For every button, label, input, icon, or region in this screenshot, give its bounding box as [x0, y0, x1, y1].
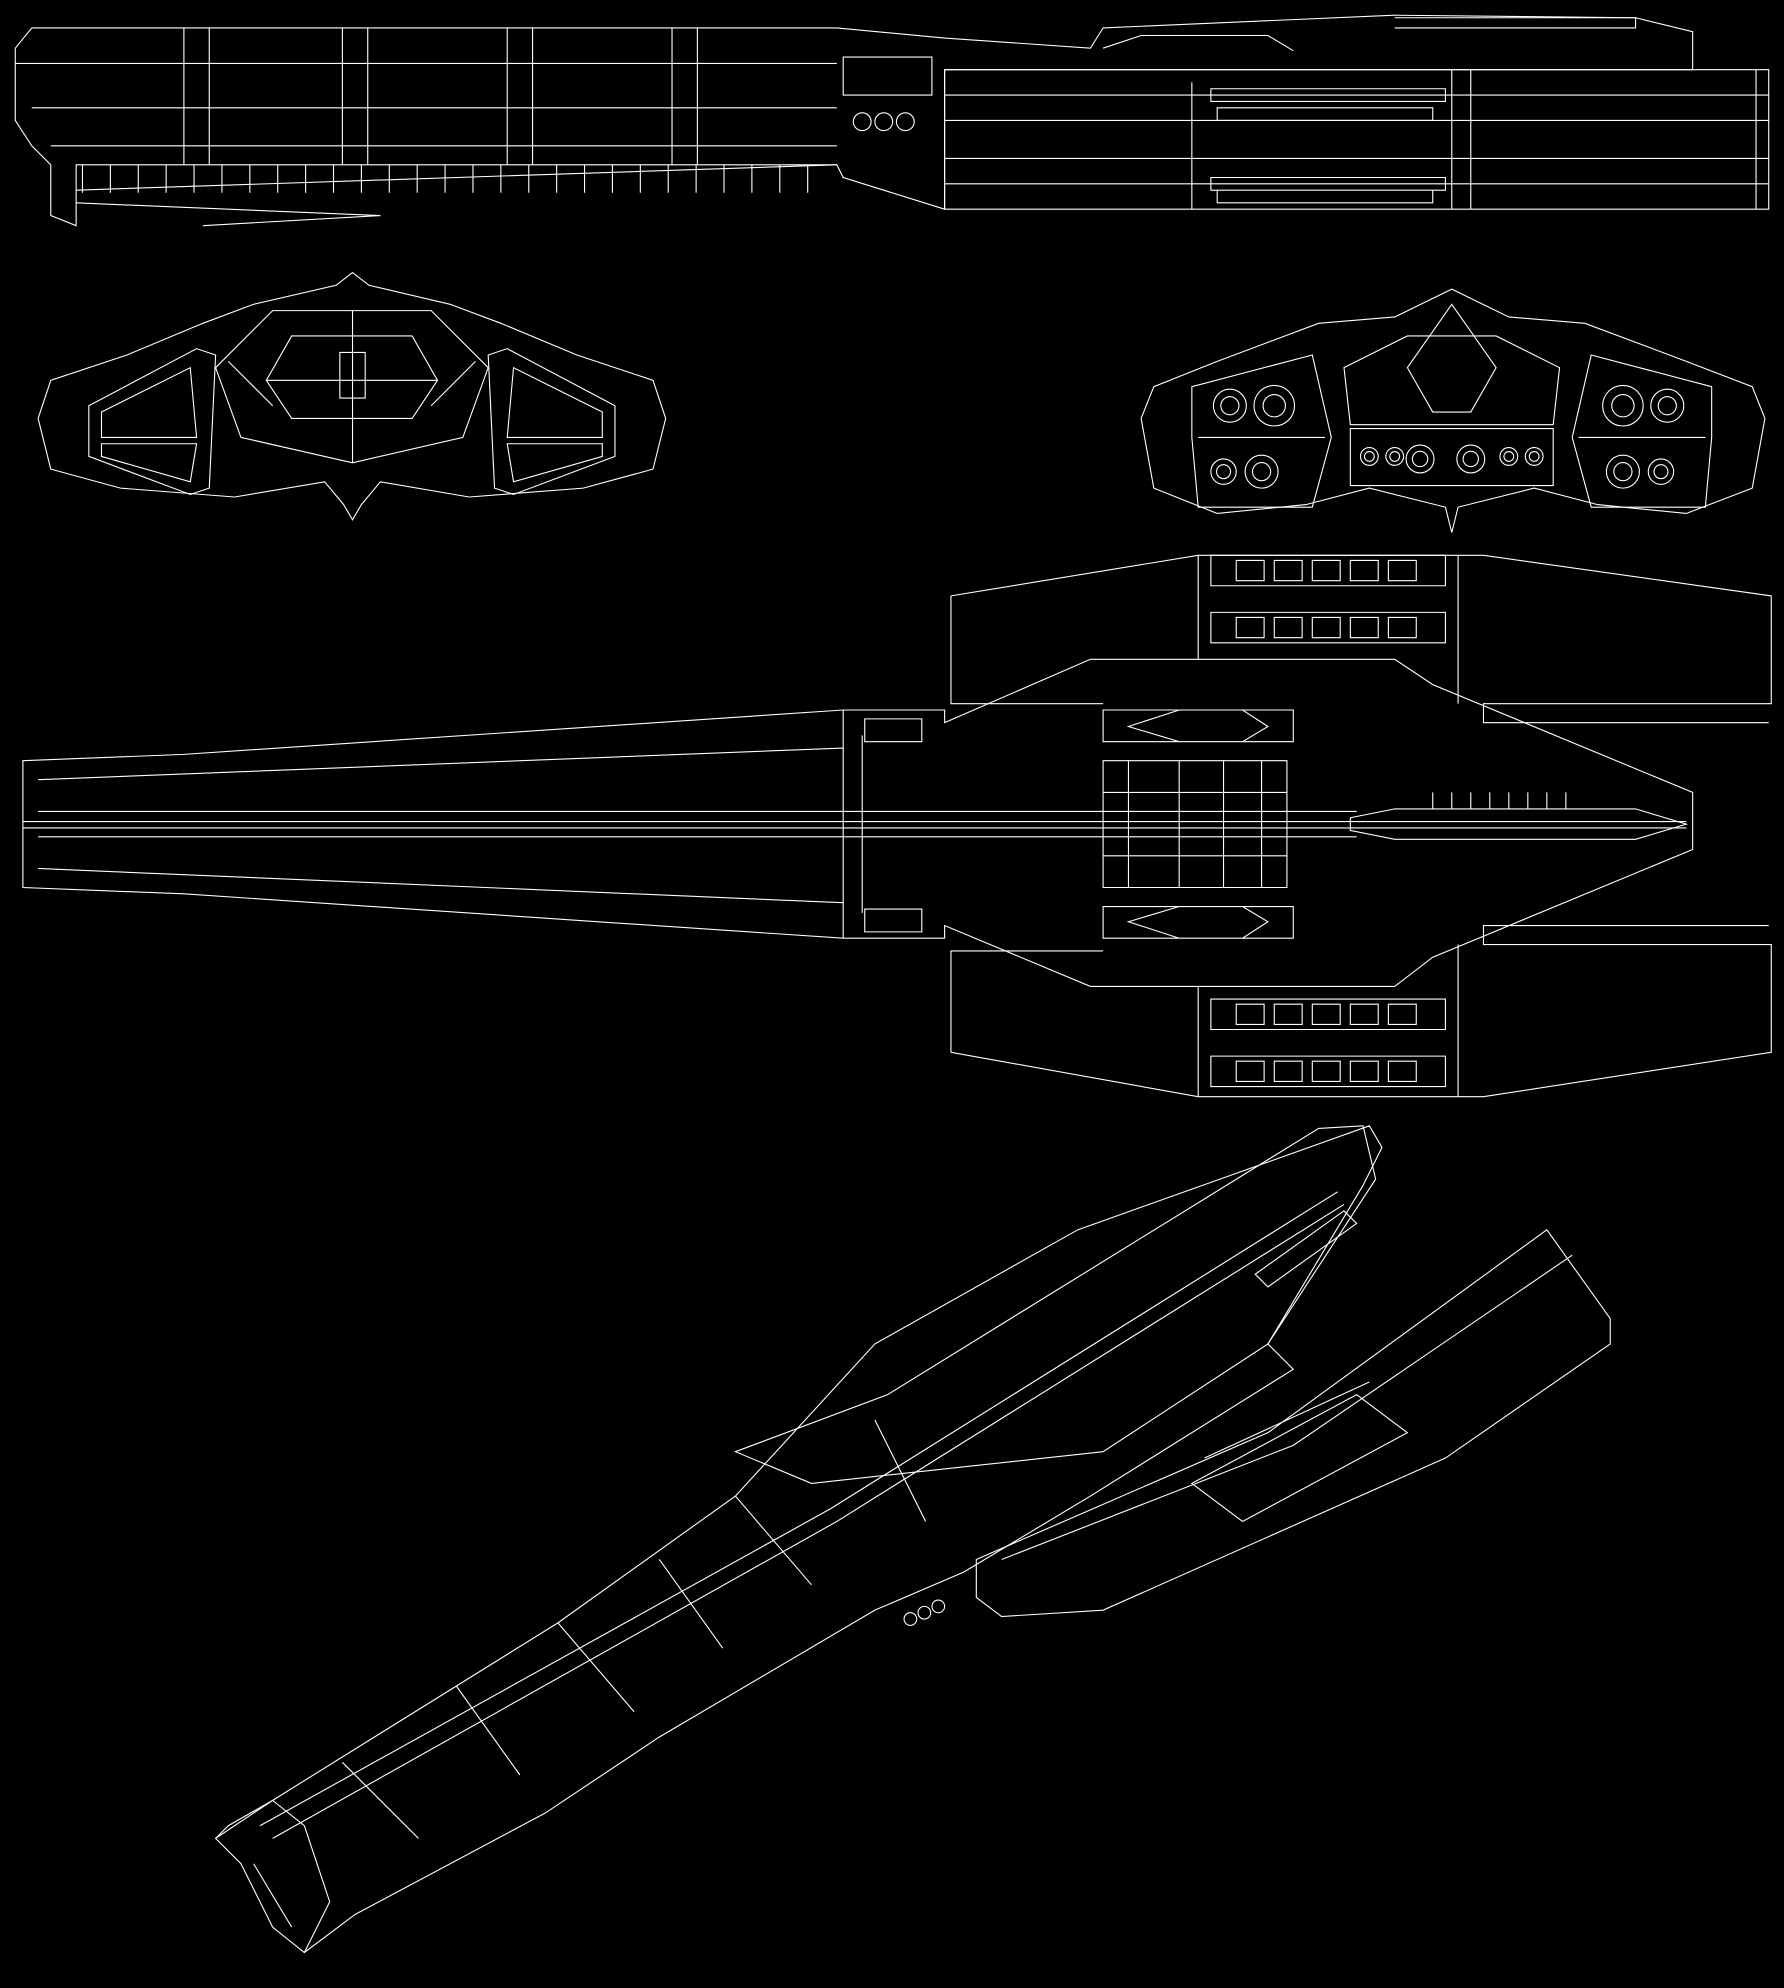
top-upper-nacelle	[951, 555, 1771, 722]
thruster-core	[1412, 451, 1427, 466]
gun-rack-cell	[1312, 560, 1340, 580]
side-port-1	[853, 113, 871, 131]
perspective-view	[216, 1126, 1611, 1953]
thruster-ring	[1386, 448, 1404, 466]
persp-bow	[216, 1800, 330, 1952]
persp-right-nacelle	[976, 1230, 1610, 1617]
side-hull-line	[15, 63, 837, 225]
gun-rack	[1211, 999, 1446, 1029]
gun-rack-cell	[1350, 617, 1378, 637]
persp-port-1	[904, 1613, 917, 1626]
gun-rack	[1211, 555, 1446, 585]
gun-rack-cell	[1350, 1061, 1378, 1081]
thruster-ring	[1603, 385, 1644, 426]
thruster-core	[1529, 452, 1539, 462]
rear-center-diamond	[1344, 304, 1560, 424]
thruster-core	[1217, 465, 1231, 479]
thruster-ring	[1254, 385, 1295, 426]
gun-rack	[1211, 1056, 1446, 1086]
thruster-core	[1364, 452, 1374, 462]
gun-rack-cell	[1388, 617, 1416, 637]
thruster-ring	[1606, 455, 1639, 488]
thruster-ring	[1406, 445, 1434, 473]
thruster-core	[1654, 465, 1668, 479]
persp-spine-line	[260, 1192, 1344, 1839]
front-right-pod	[488, 349, 615, 495]
thruster-core	[1253, 463, 1271, 481]
persp-main-hull	[216, 1126, 1382, 1953]
thruster-core	[1612, 395, 1634, 417]
gun-rack-cell	[1312, 617, 1340, 637]
top-lower-nacelle	[951, 926, 1771, 1097]
side-port-2	[875, 113, 893, 131]
thruster-ring	[1525, 448, 1543, 466]
rear-center-band	[1350, 429, 1553, 486]
gun-rack-cell	[1312, 1004, 1340, 1024]
front-outline	[38, 273, 666, 520]
side-port-3	[896, 113, 914, 131]
gun-rack-cell	[1388, 1004, 1416, 1024]
gun-rack-cell	[1274, 617, 1302, 637]
thruster-ring	[1245, 455, 1278, 488]
gun-rack-cell	[1388, 560, 1416, 580]
thruster-ring	[1500, 448, 1518, 466]
side-top-structure	[1103, 18, 1636, 51]
top-centerline	[23, 811, 1686, 836]
gun-rack-cell	[1236, 617, 1264, 637]
gun-rack-cell	[1388, 1061, 1416, 1081]
gun-rack-cell	[1350, 560, 1378, 580]
thruster-core	[1614, 463, 1632, 481]
thruster-ring	[1648, 459, 1673, 484]
front-center-lines	[228, 311, 475, 463]
thruster-core	[1504, 452, 1514, 462]
thruster-ring	[1360, 448, 1378, 466]
thruster-core	[1658, 397, 1676, 415]
front-view	[38, 273, 666, 520]
gun-rack	[1211, 612, 1446, 642]
thruster-ring	[1213, 389, 1246, 422]
side-gun-rack-upper	[1211, 89, 1446, 121]
top-spine-lines	[38, 710, 862, 938]
top-main-gun	[1350, 792, 1686, 839]
persp-segment-lines	[342, 1420, 925, 1838]
persp-port-3	[932, 1600, 945, 1613]
thruster-core	[1390, 452, 1400, 462]
gun-rack-cell	[1274, 560, 1302, 580]
top-gun-racks	[1211, 555, 1446, 1086]
gun-rack-cell	[1350, 1004, 1378, 1024]
top-lower-turret	[1103, 907, 1293, 939]
rear-left-pod	[1192, 355, 1331, 507]
thruster-core	[1463, 451, 1478, 466]
top-view	[23, 555, 1771, 1096]
side-gun-rack-lower	[1211, 178, 1446, 203]
thruster-ring	[1651, 389, 1684, 422]
side-bridge-module	[843, 57, 932, 95]
thruster-ring	[1457, 445, 1485, 473]
gun-rack-cell	[1236, 1004, 1264, 1024]
persp-gun-racks	[1192, 1211, 1408, 1522]
rear-thrusters	[1211, 385, 1684, 488]
thruster-core	[1221, 397, 1239, 415]
gun-rack-cell	[1274, 1004, 1302, 1024]
top-hangar-grid	[1103, 761, 1287, 888]
top-upper-hatch	[865, 719, 922, 742]
rear-outline	[1141, 289, 1765, 532]
thruster-core	[1263, 395, 1285, 417]
top-lower-hatch	[865, 909, 922, 932]
gun-rack-cell	[1274, 1061, 1302, 1081]
persp-upper-nacelle	[735, 1126, 1375, 1484]
front-left-pod	[89, 349, 216, 495]
side-view	[15, 15, 1768, 225]
gun-rack-cell	[1236, 1061, 1264, 1081]
rear-view	[1141, 289, 1765, 532]
side-engine-block	[945, 70, 1769, 209]
side-ribs	[82, 28, 807, 193]
top-upper-turret	[1103, 710, 1293, 742]
gun-rack-cell	[1236, 560, 1264, 580]
thruster-ring	[1211, 459, 1236, 484]
persp-port-2	[918, 1606, 931, 1619]
rear-right-pod	[1572, 355, 1711, 507]
gun-rack-cell	[1312, 1061, 1340, 1081]
